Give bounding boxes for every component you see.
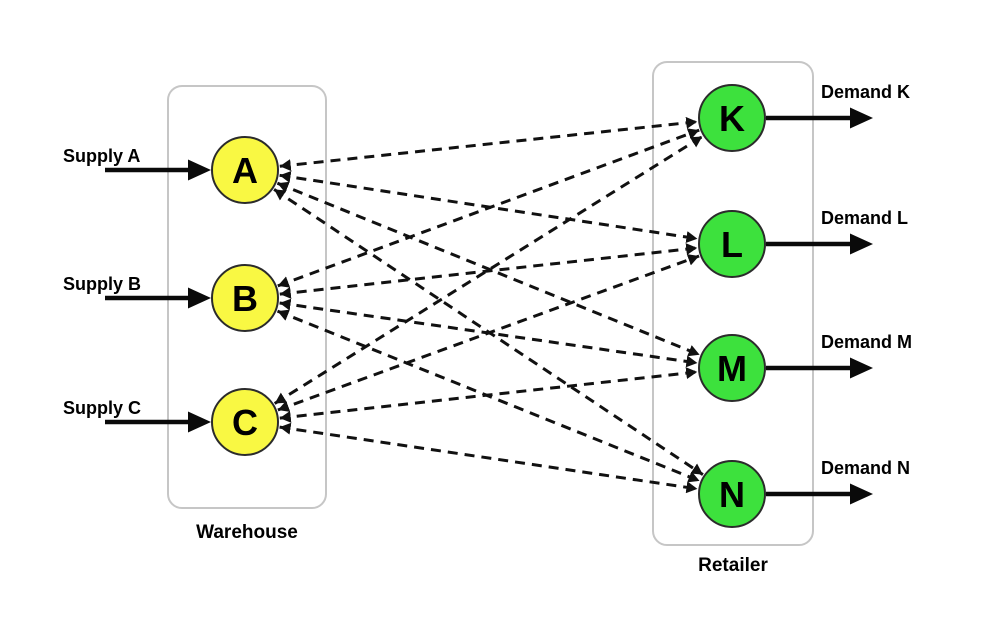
demand-label-N: Demand N bbox=[821, 458, 910, 478]
node-K-label: K bbox=[719, 98, 745, 139]
node-M-label: M bbox=[717, 348, 747, 389]
node-B-circle bbox=[211, 264, 279, 332]
node-C: C bbox=[211, 388, 279, 456]
supply-layer: Supply A Supply B Supply C bbox=[63, 146, 211, 433]
node-B: B bbox=[211, 264, 279, 332]
node-N-circle bbox=[698, 460, 766, 528]
node-B-label: B bbox=[232, 278, 258, 319]
demand-label-M: Demand M bbox=[821, 332, 912, 352]
node-A-circle bbox=[211, 136, 279, 204]
node-C-label: C bbox=[232, 402, 258, 443]
node-L-circle bbox=[698, 210, 766, 278]
node-M: M bbox=[698, 334, 766, 402]
warehouse-group-label: Warehouse bbox=[196, 522, 298, 543]
node-M-circle bbox=[698, 334, 766, 402]
node-N-label: N bbox=[719, 474, 745, 515]
edge-A-K bbox=[279, 116, 698, 172]
node-A: A bbox=[211, 136, 279, 204]
node-L-label: L bbox=[721, 224, 743, 265]
demand-label-L: Demand L bbox=[821, 208, 908, 228]
supply-label-B: Supply B bbox=[63, 274, 141, 294]
node-L: L bbox=[698, 210, 766, 278]
edges-layer bbox=[273, 116, 704, 494]
edge-B-L bbox=[279, 243, 698, 299]
supply-label-C: Supply C bbox=[63, 398, 141, 418]
node-A-label: A bbox=[232, 150, 258, 191]
node-N: N bbox=[698, 460, 766, 528]
node-K-circle bbox=[698, 84, 766, 152]
demand-layer: Demand K Demand L Demand M Demand N bbox=[766, 82, 912, 505]
edge-C-L bbox=[277, 254, 700, 412]
node-C-circle bbox=[211, 388, 279, 456]
edge-C-N bbox=[279, 422, 698, 494]
supply-label-A: Supply A bbox=[63, 146, 140, 166]
retailer-group-label: Retailer bbox=[698, 555, 768, 576]
demand-label-K: Demand K bbox=[821, 82, 910, 102]
node-K: K bbox=[698, 84, 766, 152]
edge-C-M bbox=[279, 367, 698, 423]
nodes-layer: A B C K L M N bbox=[211, 84, 766, 528]
